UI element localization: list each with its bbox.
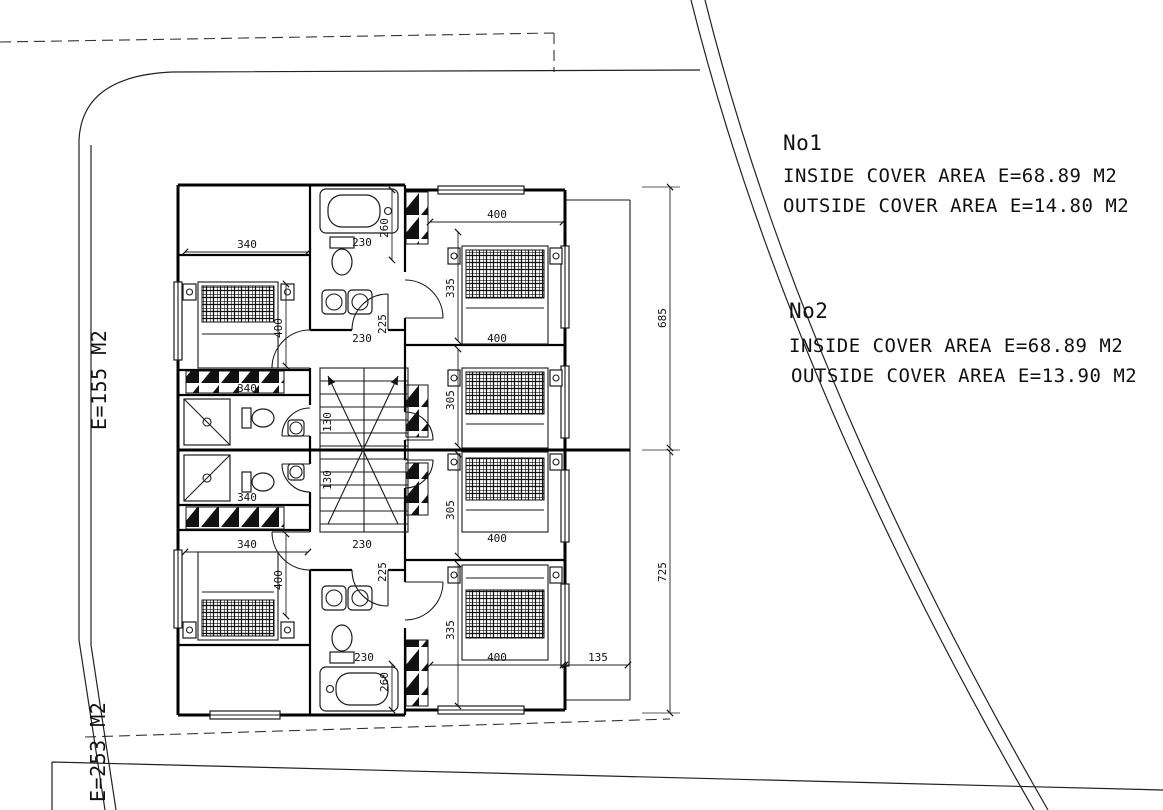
window <box>173 281 183 361</box>
window <box>560 469 570 543</box>
dim-bed1-depth: 400 <box>272 318 285 338</box>
dim-room4-depth: 335 <box>444 620 457 640</box>
dim-hall-bottom-width: 230 <box>352 538 372 551</box>
unit2-outside-area: OUTSIDE COVER AREA E=13.90 M2 <box>791 365 1137 387</box>
door-room4 <box>404 581 444 621</box>
window <box>437 705 525 715</box>
door-room2 <box>404 411 434 441</box>
window <box>560 365 570 439</box>
toilet-bottom <box>329 624 355 664</box>
bed-room4 <box>447 564 563 661</box>
bed-room3 <box>447 451 563 533</box>
plot-lower-area-label: E=253 M2 <box>86 702 110 802</box>
dim-tub-top-width: 230 <box>352 236 372 249</box>
plot-boundary-top <box>78 69 701 141</box>
vanity-sinks-top <box>321 289 373 315</box>
dim-bed2-width: 340 <box>237 538 257 551</box>
bed-room2 <box>447 367 563 449</box>
unit2-title: No2 <box>789 299 828 323</box>
dim-room2-depth: 305 <box>444 390 457 410</box>
windows <box>173 185 570 720</box>
bathtub-top <box>319 188 399 234</box>
bathroom-fixtures <box>183 188 399 712</box>
window <box>560 245 570 329</box>
dim-side-lower: 725 <box>656 562 669 582</box>
dim-hall-top-width: 230 <box>352 332 372 345</box>
bed-room1 <box>447 245 563 345</box>
window <box>209 710 281 720</box>
setback-dashed-line-bottom <box>84 718 671 738</box>
toilet-mid-top <box>241 407 275 429</box>
plot-area-labels: E=155 M2 E=253 M2 <box>86 330 111 802</box>
staircase <box>319 367 409 533</box>
dim-room2-width: 400 <box>487 332 507 345</box>
dim-wc-top-depth: 130 <box>321 412 334 432</box>
toilet-top <box>329 236 355 276</box>
window <box>173 549 183 629</box>
dimension-labels: 340 230 260 400 335 230 225 400 400 305 … <box>237 208 669 692</box>
door-swings <box>271 279 444 621</box>
road-curve-outer <box>704 0 1049 810</box>
beds <box>182 245 563 661</box>
shower-bottom <box>183 454 231 502</box>
dim-bed2-depth: 400 <box>272 570 285 590</box>
shower-top <box>183 398 231 446</box>
plot-boundary-left-outer <box>78 140 106 810</box>
bed-bottom-left <box>182 551 295 641</box>
dimension-lines <box>181 183 680 717</box>
sink-mid-bottom <box>287 463 305 481</box>
unit1-title: No1 <box>783 131 822 155</box>
sink-mid-top <box>287 419 305 437</box>
toilet-mid-bottom <box>241 471 275 493</box>
dim-room1-depth: 335 <box>444 278 457 298</box>
area-annotations: No1 INSIDE COVER AREA E=68.89 M2 OUTSIDE… <box>783 131 1137 387</box>
dim-tub-top-height: 260 <box>378 218 391 238</box>
dim-room3-width: 400 <box>487 532 507 545</box>
dim-tub-bottom-height: 260 <box>378 672 391 692</box>
dim-side-upper: 685 <box>656 308 669 328</box>
building-walls <box>176 183 630 717</box>
dim-mid-top-width: 340 <box>237 382 257 395</box>
door-room3 <box>404 459 434 489</box>
dim-porch-width: 135 <box>588 651 608 664</box>
dim-mid-bottom-width: 340 <box>237 491 257 504</box>
dim-bed1-width: 340 <box>237 238 257 251</box>
hatched-wall-sections <box>185 191 429 707</box>
dim-tub-bottom-width: 230 <box>354 651 374 664</box>
dim-hall-top-depth: 225 <box>376 314 389 334</box>
plot-boundary-left-inner <box>90 145 117 810</box>
window <box>437 185 525 195</box>
window <box>560 583 570 667</box>
bathtub-bottom <box>319 666 399 712</box>
dim-room4-width: 400 <box>487 651 507 664</box>
door-bath-bottom <box>351 569 389 607</box>
unit2-inside-area: INSIDE COVER AREA E=68.89 M2 <box>789 335 1123 357</box>
door-bath-top <box>351 293 389 331</box>
door-room1 <box>404 279 444 319</box>
unit1-inside-area: INSIDE COVER AREA E=68.89 M2 <box>783 165 1117 187</box>
dim-hall-bottom-depth: 225 <box>376 562 389 582</box>
vanity-sinks-bottom <box>321 585 373 611</box>
dim-room3-depth: 305 <box>444 500 457 520</box>
dim-wc-bottom-depth: 130 <box>321 470 334 490</box>
unit1-outside-area: OUTSIDE COVER AREA E=14.80 M2 <box>783 195 1129 217</box>
door-bath-mid-bottom <box>281 463 311 493</box>
door-bath-mid-top <box>281 407 311 437</box>
dim-room1-width: 400 <box>487 208 507 221</box>
setback-dashed-line-top <box>0 32 555 72</box>
road-curve-inner <box>690 0 1035 810</box>
road-edge-bottom <box>51 761 1163 810</box>
plot-upper-area-label: E=155 M2 <box>87 330 111 430</box>
